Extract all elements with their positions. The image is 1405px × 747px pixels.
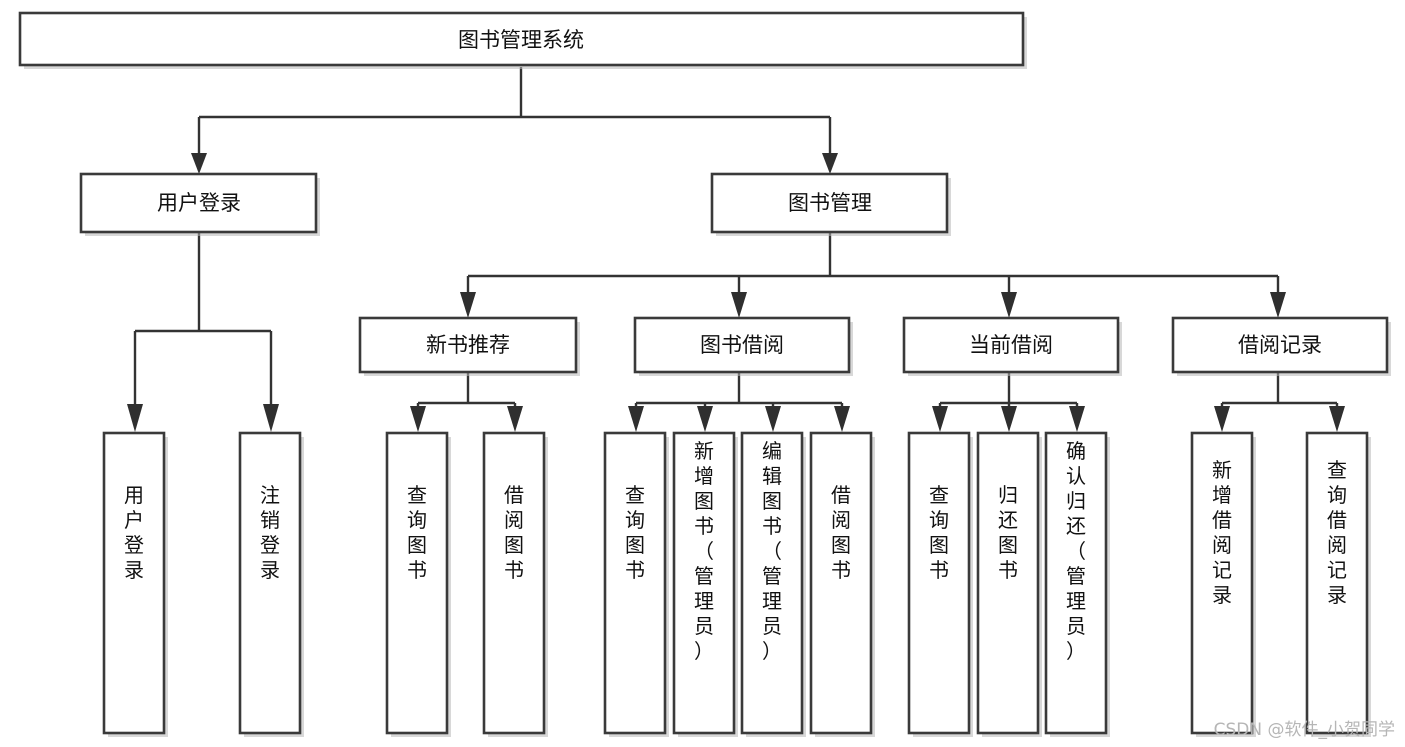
- node-leaf-query-record[interactable]: 查询借阅记录: [1305, 431, 1371, 737]
- leaf-borrow-book-2-label: 借阅图书: [831, 483, 851, 582]
- leaf-user-logout-box: [238, 431, 302, 735]
- node-leaf-query-book-1[interactable]: 查询图书: [385, 431, 451, 737]
- node-leaf-return-book[interactable]: 归还图书: [976, 431, 1042, 737]
- arrow-leaf-add-book: [697, 406, 713, 432]
- root-label: 图书管理系统: [458, 28, 584, 52]
- leaf-add-record-box: [1190, 431, 1254, 735]
- book-manage-box: [710, 172, 949, 234]
- node-book-manage[interactable]: 图书管理: [710, 172, 951, 236]
- node-new-book-recommend[interactable]: 新书推荐: [358, 316, 580, 376]
- arrow-to-user-login: [191, 153, 207, 174]
- node-user-login[interactable]: 用户登录: [79, 172, 320, 236]
- node-leaf-add-book[interactable]: 新增图书（管理员）: [672, 431, 738, 737]
- book-borrow-box: [633, 316, 851, 374]
- arrow-leaf-query-book-3: [932, 406, 948, 432]
- borrow-record-label: 借阅记录: [1238, 333, 1322, 357]
- leaf-borrow-book-2-box: [809, 431, 873, 735]
- arrow-leaf-user-login: [127, 404, 143, 432]
- leaf-query-book-1-box: [385, 431, 449, 735]
- node-leaf-query-book-2[interactable]: 查询图书: [603, 431, 669, 737]
- arrow-leaf-edit-book: [765, 406, 781, 432]
- borrow-record-box: [1171, 316, 1389, 374]
- arrow-leaf-borrow-book-1: [507, 406, 523, 432]
- node-current-borrow[interactable]: 当前借阅: [902, 316, 1122, 376]
- arrow-leaf-query-record: [1329, 406, 1345, 432]
- node-leaf-user-login[interactable]: 用户登录: [102, 431, 168, 737]
- node-leaf-borrow-book-1[interactable]: 借阅图书: [482, 431, 548, 737]
- arrow-to-book-borrow: [731, 292, 747, 318]
- arrow-leaf-confirm-return: [1069, 406, 1085, 432]
- node-root[interactable]: 图书管理系统: [18, 11, 1027, 69]
- leaf-query-book-3-label: 查询图书: [929, 483, 949, 582]
- connector-layer: [127, 67, 1345, 432]
- leaf-add-book-label: 新增图书（管理员）: [694, 439, 714, 663]
- arrow-to-borrow-record: [1270, 292, 1286, 318]
- node-leaf-add-record[interactable]: 新增借阅记录: [1190, 431, 1256, 737]
- leaf-query-record-box: [1305, 431, 1369, 735]
- arrow-leaf-borrow-book-2: [834, 406, 850, 432]
- arrow-to-book-manage: [822, 153, 838, 174]
- node-leaf-confirm-return[interactable]: 确认归还（管理员）: [1044, 431, 1110, 737]
- leaf-query-book-3-box: [907, 431, 971, 735]
- node-leaf-edit-book[interactable]: 编辑图书（管理员）: [740, 431, 806, 737]
- leaf-borrow-book-1-label: 借阅图书: [504, 483, 524, 582]
- node-book-borrow[interactable]: 图书借阅: [633, 316, 853, 376]
- arrow-leaf-query-book-2: [628, 406, 644, 432]
- node-leaf-query-book-3[interactable]: 查询图书: [907, 431, 973, 737]
- leaf-user-logout-label: 注销登录: [260, 483, 280, 582]
- arrow-leaf-query-book-1: [410, 406, 426, 432]
- root-box: [18, 11, 1025, 67]
- leaf-confirm-return-label: 确认归还（管理员）: [1066, 439, 1086, 663]
- leaf-query-book-2-box: [603, 431, 667, 735]
- leaf-query-book-1-label: 查询图书: [407, 483, 427, 582]
- leaf-edit-book-label: 编辑图书（管理员）: [762, 439, 782, 663]
- arrow-leaf-return-book: [1001, 406, 1017, 432]
- leaf-user-login-label: 用户登录: [124, 483, 144, 582]
- arrow-leaf-user-logout: [263, 404, 279, 432]
- leaf-return-book-box: [976, 431, 1040, 735]
- leaf-edit-book-box: [740, 431, 804, 735]
- arrow-to-current-borrow: [1001, 292, 1017, 318]
- user-login-label: 用户登录: [157, 191, 241, 215]
- arrow-to-new-book-recommend: [460, 292, 476, 318]
- leaf-borrow-book-1-box: [482, 431, 546, 735]
- node-leaf-borrow-book-2[interactable]: 借阅图书: [809, 431, 875, 737]
- current-borrow-label: 当前借阅: [969, 333, 1053, 357]
- leaf-query-book-2-label: 查询图书: [625, 483, 645, 582]
- book-borrow-label: 图书借阅: [700, 333, 784, 357]
- node-leaf-user-logout[interactable]: 注销登录: [238, 431, 304, 737]
- new-book-recommend-box: [358, 316, 578, 374]
- node-borrow-record[interactable]: 借阅记录: [1171, 316, 1391, 376]
- leaf-query-record-label: 查询借阅记录: [1327, 458, 1347, 607]
- leaf-confirm-return-box: [1044, 431, 1108, 735]
- arrow-leaf-add-record: [1214, 406, 1230, 432]
- current-borrow-box: [902, 316, 1120, 374]
- leaf-user-login-box: [102, 431, 166, 735]
- user-login-box: [79, 172, 318, 234]
- watermark-label: CSDN @软件_小贺同学: [1214, 720, 1395, 740]
- book-manage-label: 图书管理: [788, 191, 872, 215]
- leaf-add-record-label: 新增借阅记录: [1212, 458, 1232, 607]
- new-book-recommend-label: 新书推荐: [426, 333, 510, 357]
- leaf-add-book-box: [672, 431, 736, 735]
- leaf-return-book-label: 归还图书: [998, 483, 1018, 582]
